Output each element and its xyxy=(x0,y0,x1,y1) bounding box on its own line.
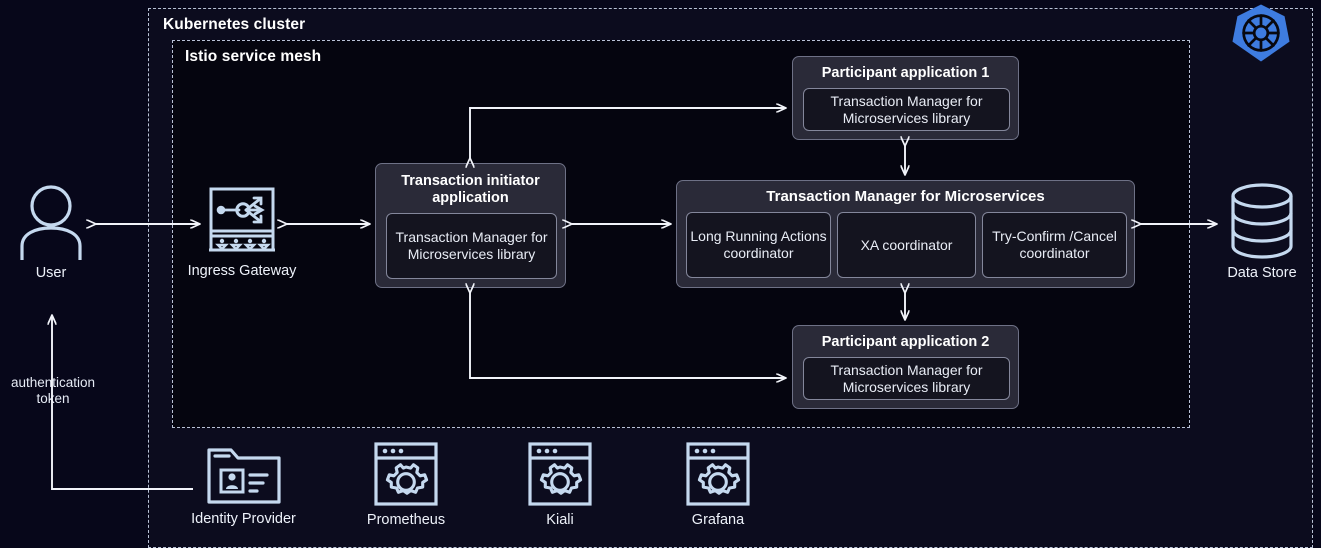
xa-coordinator[interactable]: XA coordinator xyxy=(837,212,976,278)
browser-gear-icon xyxy=(686,442,750,506)
kiali-label: Kiali xyxy=(546,512,574,528)
authentication-token-label: authentication token xyxy=(10,375,96,407)
data-store-label: Data Store xyxy=(1227,265,1297,281)
ingress-gateway-label: Ingress Gateway xyxy=(187,263,297,279)
try-confirm-cancel-coordinator[interactable]: Try-Confirm /Cancel coordinator xyxy=(982,212,1127,278)
participant-application-1-title: Participant application 1 xyxy=(821,65,990,81)
user-icon xyxy=(20,185,82,260)
user-label: User xyxy=(35,265,67,281)
prometheus-label: Prometheus xyxy=(366,512,446,528)
node-kiali[interactable]: Kiali xyxy=(514,441,606,528)
participant-1-library-label: Transaction Manager for Microservices li… xyxy=(830,92,983,126)
kubernetes-cluster-label: Kubernetes cluster xyxy=(163,16,306,33)
tcc-coordinator-label: Try-Confirm /Cancel coordinator xyxy=(992,228,1117,261)
transaction-manager-for-microservices[interactable]: Transaction Manager for Microservices Lo… xyxy=(676,180,1135,288)
initiator-library-label: Transaction Manager for Microservices li… xyxy=(395,229,548,262)
kubernetes-logo xyxy=(1228,2,1294,64)
participant-2-library-label: Transaction Manager for Microservices li… xyxy=(830,361,983,395)
node-identity-provider[interactable]: Identity Provider xyxy=(191,444,296,527)
browser-gear-icon xyxy=(528,442,592,506)
lra-coordinator-label: Long Running Actions coordinator xyxy=(690,228,827,261)
database-icon xyxy=(1231,183,1293,259)
istio-service-mesh-label: Istio service mesh xyxy=(185,48,322,65)
xa-coordinator-label: XA coordinator xyxy=(860,236,953,253)
id-card-folder-icon xyxy=(206,448,281,504)
grafana-label: Grafana xyxy=(691,512,745,528)
transaction-initiator-application[interactable]: Transaction initiator application Transa… xyxy=(375,163,566,288)
node-user[interactable]: User xyxy=(10,184,92,281)
participant-application-1[interactable]: Participant application 1 Transaction Ma… xyxy=(792,56,1019,140)
transaction-initiator-title: Transaction initiator application xyxy=(401,173,540,206)
long-running-actions-coordinator[interactable]: Long Running Actions coordinator xyxy=(686,212,831,278)
initiator-tmm-library[interactable]: Transaction Manager for Microservices li… xyxy=(386,213,557,279)
identity-provider-label: Identity Provider xyxy=(191,511,296,527)
node-prometheus[interactable]: Prometheus xyxy=(360,441,452,528)
participant-2-tmm-library[interactable]: Transaction Manager for Microservices li… xyxy=(803,357,1010,400)
participant-application-2-title: Participant application 2 xyxy=(821,334,990,350)
node-ingress-gateway[interactable]: Ingress Gateway xyxy=(188,186,296,279)
ingress-gateway-icon xyxy=(209,187,275,252)
participant-application-2[interactable]: Participant application 2 Transaction Ma… xyxy=(792,325,1019,409)
transaction-manager-title: Transaction Manager for Microservices xyxy=(766,188,1045,205)
participant-1-tmm-library[interactable]: Transaction Manager for Microservices li… xyxy=(803,88,1010,131)
node-grafana[interactable]: Grafana xyxy=(672,441,764,528)
node-data-store[interactable]: Data Store xyxy=(1216,182,1308,281)
browser-gear-icon xyxy=(374,442,438,506)
